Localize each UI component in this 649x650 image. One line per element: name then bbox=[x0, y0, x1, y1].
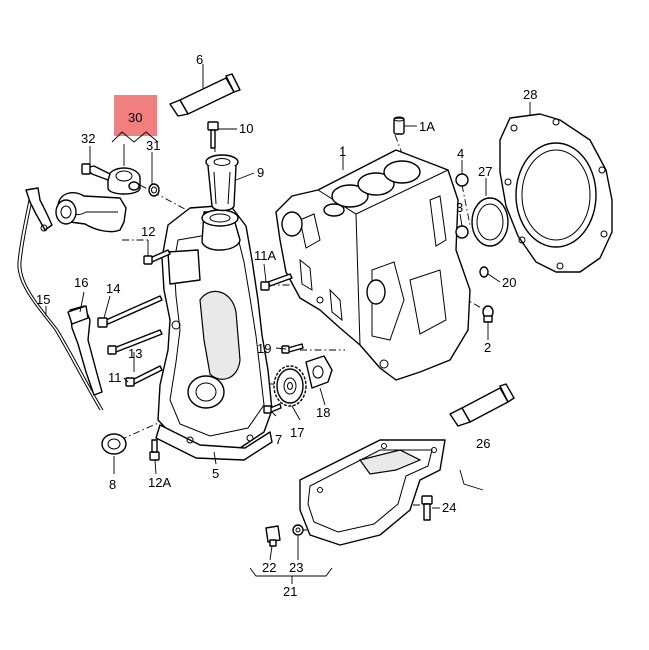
callout-16: 16 bbox=[74, 275, 88, 290]
callout-13: 13 bbox=[128, 346, 142, 361]
callout-24: 24 bbox=[442, 500, 456, 515]
plug-4 bbox=[455, 173, 469, 187]
callout-27: 27 bbox=[478, 164, 492, 179]
bolt-11a bbox=[260, 273, 293, 291]
cylinder-block bbox=[275, 149, 471, 381]
oil-pump-18 bbox=[305, 355, 333, 389]
callout-30: 30 bbox=[128, 110, 142, 125]
callout-19: 19 bbox=[257, 341, 271, 356]
callout-14: 14 bbox=[106, 281, 120, 296]
seal-23 bbox=[292, 524, 304, 536]
bolt-13 bbox=[107, 329, 163, 355]
oil-pump-sprocket bbox=[273, 365, 307, 407]
dowel-sleeve-1a bbox=[393, 116, 405, 135]
dipstick-guide-tube bbox=[67, 305, 103, 396]
callout-21: 21 bbox=[283, 584, 297, 599]
callout-11: 11 bbox=[108, 370, 122, 385]
bolt-11 bbox=[125, 365, 163, 387]
breather-hose bbox=[55, 192, 127, 233]
bolt-20 bbox=[479, 266, 489, 278]
oil-filler-cap bbox=[107, 167, 141, 195]
oil-filler-neck bbox=[205, 154, 239, 212]
callout-1a: 1A bbox=[419, 119, 435, 134]
callout-8: 8 bbox=[109, 477, 116, 492]
callout-11a: 11A bbox=[254, 248, 276, 263]
callout-20: 20 bbox=[502, 275, 516, 290]
bolt-12a bbox=[149, 439, 160, 461]
callout-1: 1 bbox=[339, 144, 346, 159]
callout-5: 5 bbox=[212, 466, 219, 481]
callout-23: 23 bbox=[289, 560, 303, 575]
callout-9: 9 bbox=[257, 165, 264, 180]
oil-pan-21 bbox=[299, 439, 446, 546]
plug-3 bbox=[455, 225, 469, 239]
callout-18: 18 bbox=[316, 405, 330, 420]
crankshaft-seal-8 bbox=[101, 433, 127, 455]
drain-plug-22 bbox=[265, 525, 281, 547]
rear-gasket-28 bbox=[499, 113, 613, 273]
bolt-14 bbox=[97, 295, 163, 328]
callout-4: 4 bbox=[457, 146, 464, 161]
callout-2: 2 bbox=[484, 340, 491, 355]
callout-26: 26 bbox=[476, 436, 490, 451]
leader-lines bbox=[45, 64, 531, 584]
sealant-tube-26 bbox=[449, 383, 515, 427]
crankshaft-seal-27 bbox=[471, 197, 509, 247]
callout-31: 31 bbox=[146, 138, 160, 153]
bolt-32 bbox=[81, 163, 111, 181]
bolt-7 bbox=[263, 403, 282, 414]
oil-dipstick bbox=[17, 187, 104, 411]
bolt-24 bbox=[421, 495, 433, 521]
timing-chain-cover bbox=[155, 204, 273, 461]
callout-32: 32 bbox=[81, 131, 95, 146]
callout-17: 17 bbox=[290, 425, 304, 440]
seal-ring-31 bbox=[148, 183, 160, 197]
bolt-19 bbox=[281, 343, 304, 354]
callout-15: 15 bbox=[36, 292, 50, 307]
callout-12a: 12A bbox=[148, 475, 171, 490]
screw-10 bbox=[207, 121, 219, 149]
callout-12: 12 bbox=[141, 224, 155, 239]
callout-7: 7 bbox=[275, 432, 282, 447]
bolt-2 bbox=[482, 305, 494, 323]
callout-6: 6 bbox=[196, 52, 203, 67]
callout-28: 28 bbox=[523, 87, 537, 102]
callout-22: 22 bbox=[262, 560, 276, 575]
callout-10: 10 bbox=[239, 121, 253, 136]
callout-labels: 1 1A 2 3 4 5 6 7 8 9 10 11 11A 12 12A 13… bbox=[36, 52, 537, 599]
callout-3: 3 bbox=[456, 200, 463, 215]
highlight-box-30 bbox=[114, 95, 157, 136]
sealant-tube-6 bbox=[169, 73, 241, 117]
